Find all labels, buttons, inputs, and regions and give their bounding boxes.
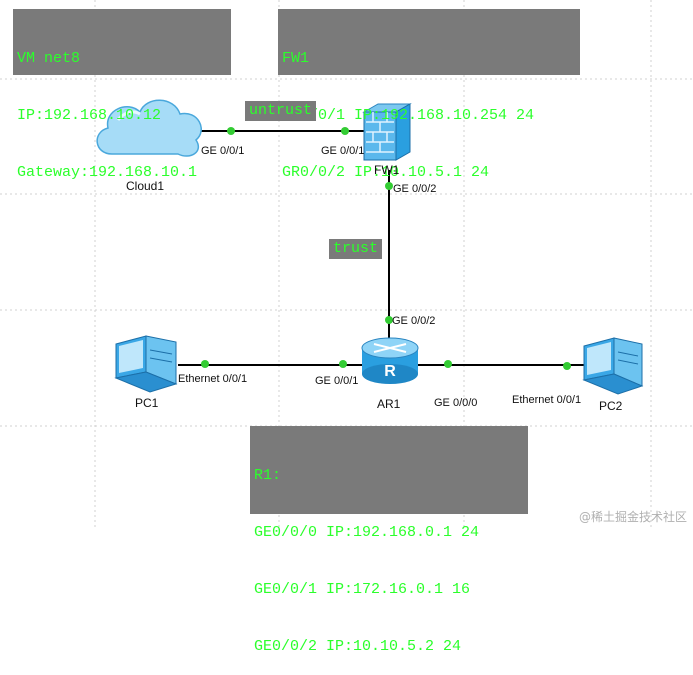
vm-note-line: VM net8 <box>17 50 81 67</box>
port-dot-fw1-ge002 <box>385 182 393 190</box>
fw1-note-line: FW1 <box>282 50 310 67</box>
port-dot-ar1-ge000 <box>444 360 452 368</box>
pc2-port-label: Ethernet 0/0/1 <box>512 394 582 406</box>
topology-canvas: R <box>0 0 693 529</box>
r1-note-line: GE0/0/2 IP:10.10.5.2 24 <box>254 638 462 655</box>
r1-note-line: R1: <box>254 467 282 484</box>
pc-icon[interactable] <box>582 337 644 395</box>
port-dot-cloud1-ge001 <box>227 127 235 135</box>
pc1-label: PC1 <box>135 396 159 410</box>
port-dot-ar1-ge001 <box>339 360 347 368</box>
cloud-icon[interactable] <box>96 99 202 157</box>
ar1-ge002-port-label: GE 0/0/2 <box>392 315 436 327</box>
pc2-label: PC2 <box>599 399 623 413</box>
firewall-icon[interactable] <box>362 103 412 161</box>
pc-icon[interactable] <box>114 335 178 393</box>
watermark: @稀土掘金技术社区 <box>578 510 687 524</box>
fw1-note-line: GR0/0/2 IP:10.10.5.1 24 <box>282 164 490 181</box>
trust-zone-label: trust <box>329 239 383 259</box>
router-icon[interactable]: R <box>361 337 419 384</box>
r1-note-line: GE0/0/1 IP:172.16.0.1 16 <box>254 581 471 598</box>
fw1-ge001-port-label: GE 0/0/1 <box>321 145 365 157</box>
ar1-ge000-port-label: GE 0/0/0 <box>434 397 478 409</box>
untrust-zone-label: untrust <box>245 101 317 121</box>
pc1-port-label: Ethernet 0/0/1 <box>178 373 248 385</box>
cloud1-label: Cloud1 <box>126 179 165 193</box>
vm-note: VM net8 IP:192.168.10.12 Gateway:192.168… <box>13 9 231 181</box>
vm-note-line: Gateway:192.168.10.1 <box>17 164 198 181</box>
port-dot-ar1-ge002 <box>385 316 393 324</box>
r1-note: R1: GE0/0/0 IP:192.168.0.1 24 GE0/0/1 IP… <box>250 426 528 655</box>
fw1-label: FW1 <box>374 163 400 177</box>
svg-text:R: R <box>384 363 396 380</box>
port-dots <box>201 127 571 370</box>
fw1-ge002-port-label: GE 0/0/2 <box>393 183 437 195</box>
r1-note-line: GE0/0/0 IP:192.168.0.1 24 <box>254 524 480 541</box>
fw1-note-line: GE0/0/1 IP:192.168.10.254 24 <box>282 107 535 124</box>
vm-note-line: IP:192.168.10.12 <box>17 107 162 124</box>
port-dot-pc1-eth <box>201 360 209 368</box>
ar1-ge001-port-label: GE 0/0/1 <box>315 375 359 387</box>
port-dot-pc2-eth <box>563 362 571 370</box>
fw1-note: FW1 GE0/0/1 IP:192.168.10.254 24 GR0/0/2… <box>278 9 580 181</box>
port-dot-fw1-ge001 <box>341 127 349 135</box>
cloud1-port-label: GE 0/0/1 <box>201 145 245 157</box>
ar1-label: AR1 <box>377 397 401 411</box>
